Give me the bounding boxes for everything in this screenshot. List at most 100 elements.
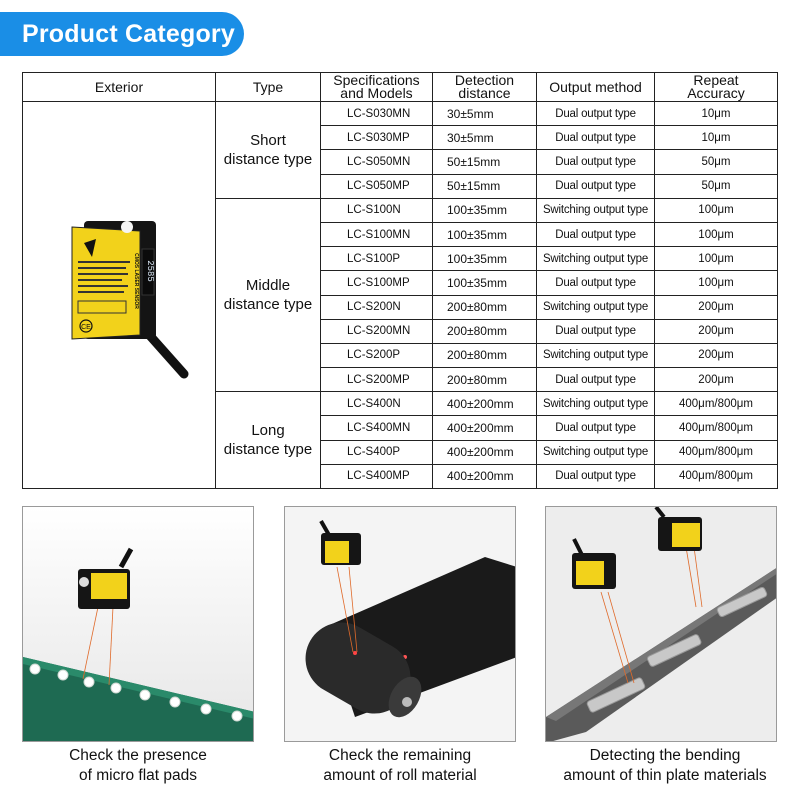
- accuracy-cell: 10μm: [654, 125, 778, 151]
- photo-micro-flat-pads: [22, 506, 254, 742]
- accuracy-cell: 200μm: [654, 342, 778, 369]
- accuracy-cell: 50μm: [654, 173, 778, 199]
- header-type: Type: [215, 72, 321, 102]
- output-method-cell: Dual output type: [536, 463, 655, 490]
- accuracy-cell: 200μm: [654, 294, 778, 320]
- sensor-display: 2585: [145, 260, 155, 282]
- accuracy-cell: 200μm: [654, 367, 778, 393]
- model-cell: LC-S200P: [320, 342, 433, 369]
- accuracy-cell: 50μm: [654, 149, 778, 175]
- model-cell: LC-S100P: [320, 246, 433, 272]
- model-cell: LC-S200N: [320, 294, 433, 320]
- distance-cell: 400±200mm: [432, 391, 537, 417]
- distance-cell: 200±80mm: [432, 318, 537, 344]
- distance-cell: 30±5mm: [432, 100, 537, 127]
- output-method-cell: Dual output type: [536, 415, 655, 441]
- sensor-lens: [121, 220, 133, 233]
- model-cell: LC-S030MN: [320, 100, 433, 127]
- header-exterior: Exterior: [22, 72, 216, 102]
- distance-cell: 30±5mm: [432, 125, 537, 151]
- distance-cell: 400±200mm: [432, 415, 537, 441]
- output-method-cell: Dual output type: [536, 100, 655, 127]
- output-method-cell: Dual output type: [536, 173, 655, 199]
- accuracy-cell: 10μm: [654, 100, 778, 127]
- output-method-cell: Dual output type: [536, 221, 655, 248]
- photo-thin-plate: [545, 506, 777, 742]
- model-cell: LC-S030MP: [320, 125, 433, 151]
- accuracy-cell: 400μm/800μm: [654, 439, 778, 465]
- model-cell: LC-S200MN: [320, 318, 433, 344]
- accuracy-cell: 400μm/800μm: [654, 415, 778, 441]
- accuracy-cell: 100μm: [654, 221, 778, 248]
- model-cell: LC-S100N: [320, 197, 433, 223]
- accuracy-cell: 400μm/800μm: [654, 463, 778, 490]
- output-method-cell: Dual output type: [536, 318, 655, 344]
- accuracy-cell: 100μm: [654, 246, 778, 272]
- distance-cell: 200±80mm: [432, 367, 537, 393]
- output-method-cell: Dual output type: [536, 125, 655, 151]
- model-cell: LC-S400N: [320, 391, 433, 417]
- distance-cell: 50±15mm: [432, 149, 537, 175]
- output-method-cell: Switching output type: [536, 246, 655, 272]
- distance-cell: 100±35mm: [432, 246, 537, 272]
- ce-mark: CE: [81, 324, 91, 331]
- accuracy-cell: 400μm/800μm: [654, 391, 778, 417]
- model-cell: LC-S100MN: [320, 221, 433, 248]
- model-cell: LC-S400P: [320, 439, 433, 465]
- output-method-cell: Switching output type: [536, 342, 655, 369]
- distance-cell: 100±35mm: [432, 270, 537, 296]
- distance-cell: 100±35mm: [432, 221, 537, 248]
- output-method-cell: Switching output type: [536, 294, 655, 320]
- roll-cylinder: [305, 622, 411, 714]
- output-method-cell: Dual output type: [536, 149, 655, 175]
- accuracy-cell: 100μm: [654, 197, 778, 223]
- model-cell: LC-S100MP: [320, 270, 433, 296]
- photo-roll-material: [284, 506, 516, 742]
- model-cell: LC-S400MN: [320, 415, 433, 441]
- distance-cell: 200±80mm: [432, 342, 537, 369]
- output-method-cell: Dual output type: [536, 367, 655, 393]
- accuracy-cell: 100μm: [654, 270, 778, 296]
- sensor-label-text: CMOS LASER SENSOR: [133, 253, 139, 309]
- output-method-cell: Switching output type: [536, 439, 655, 465]
- accuracy-cell: 200μm: [654, 318, 778, 344]
- header-output: Output method: [536, 72, 655, 102]
- sensor-product-image: CE 2585 CMOS LASER SENSOR: [71, 220, 189, 378]
- model-cell: LC-S050MN: [320, 149, 433, 175]
- output-method-cell: Switching output type: [536, 197, 655, 223]
- distance-cell: 400±200mm: [432, 439, 537, 465]
- model-cell: LC-S200MP: [320, 367, 433, 393]
- distance-cell: 100±35mm: [432, 197, 537, 223]
- output-method-cell: Dual output type: [536, 270, 655, 296]
- distance-cell: 200±80mm: [432, 294, 537, 320]
- distance-cell: 400±200mm: [432, 463, 537, 490]
- exterior-cell: CE 2585 CMOS LASER SENSOR: [22, 101, 216, 489]
- output-method-cell: Switching output type: [536, 391, 655, 417]
- page-title: Product Category: [0, 12, 244, 56]
- model-cell: LC-S400MP: [320, 463, 433, 490]
- distance-cell: 50±15mm: [432, 173, 537, 199]
- pcb-strip: [23, 657, 253, 741]
